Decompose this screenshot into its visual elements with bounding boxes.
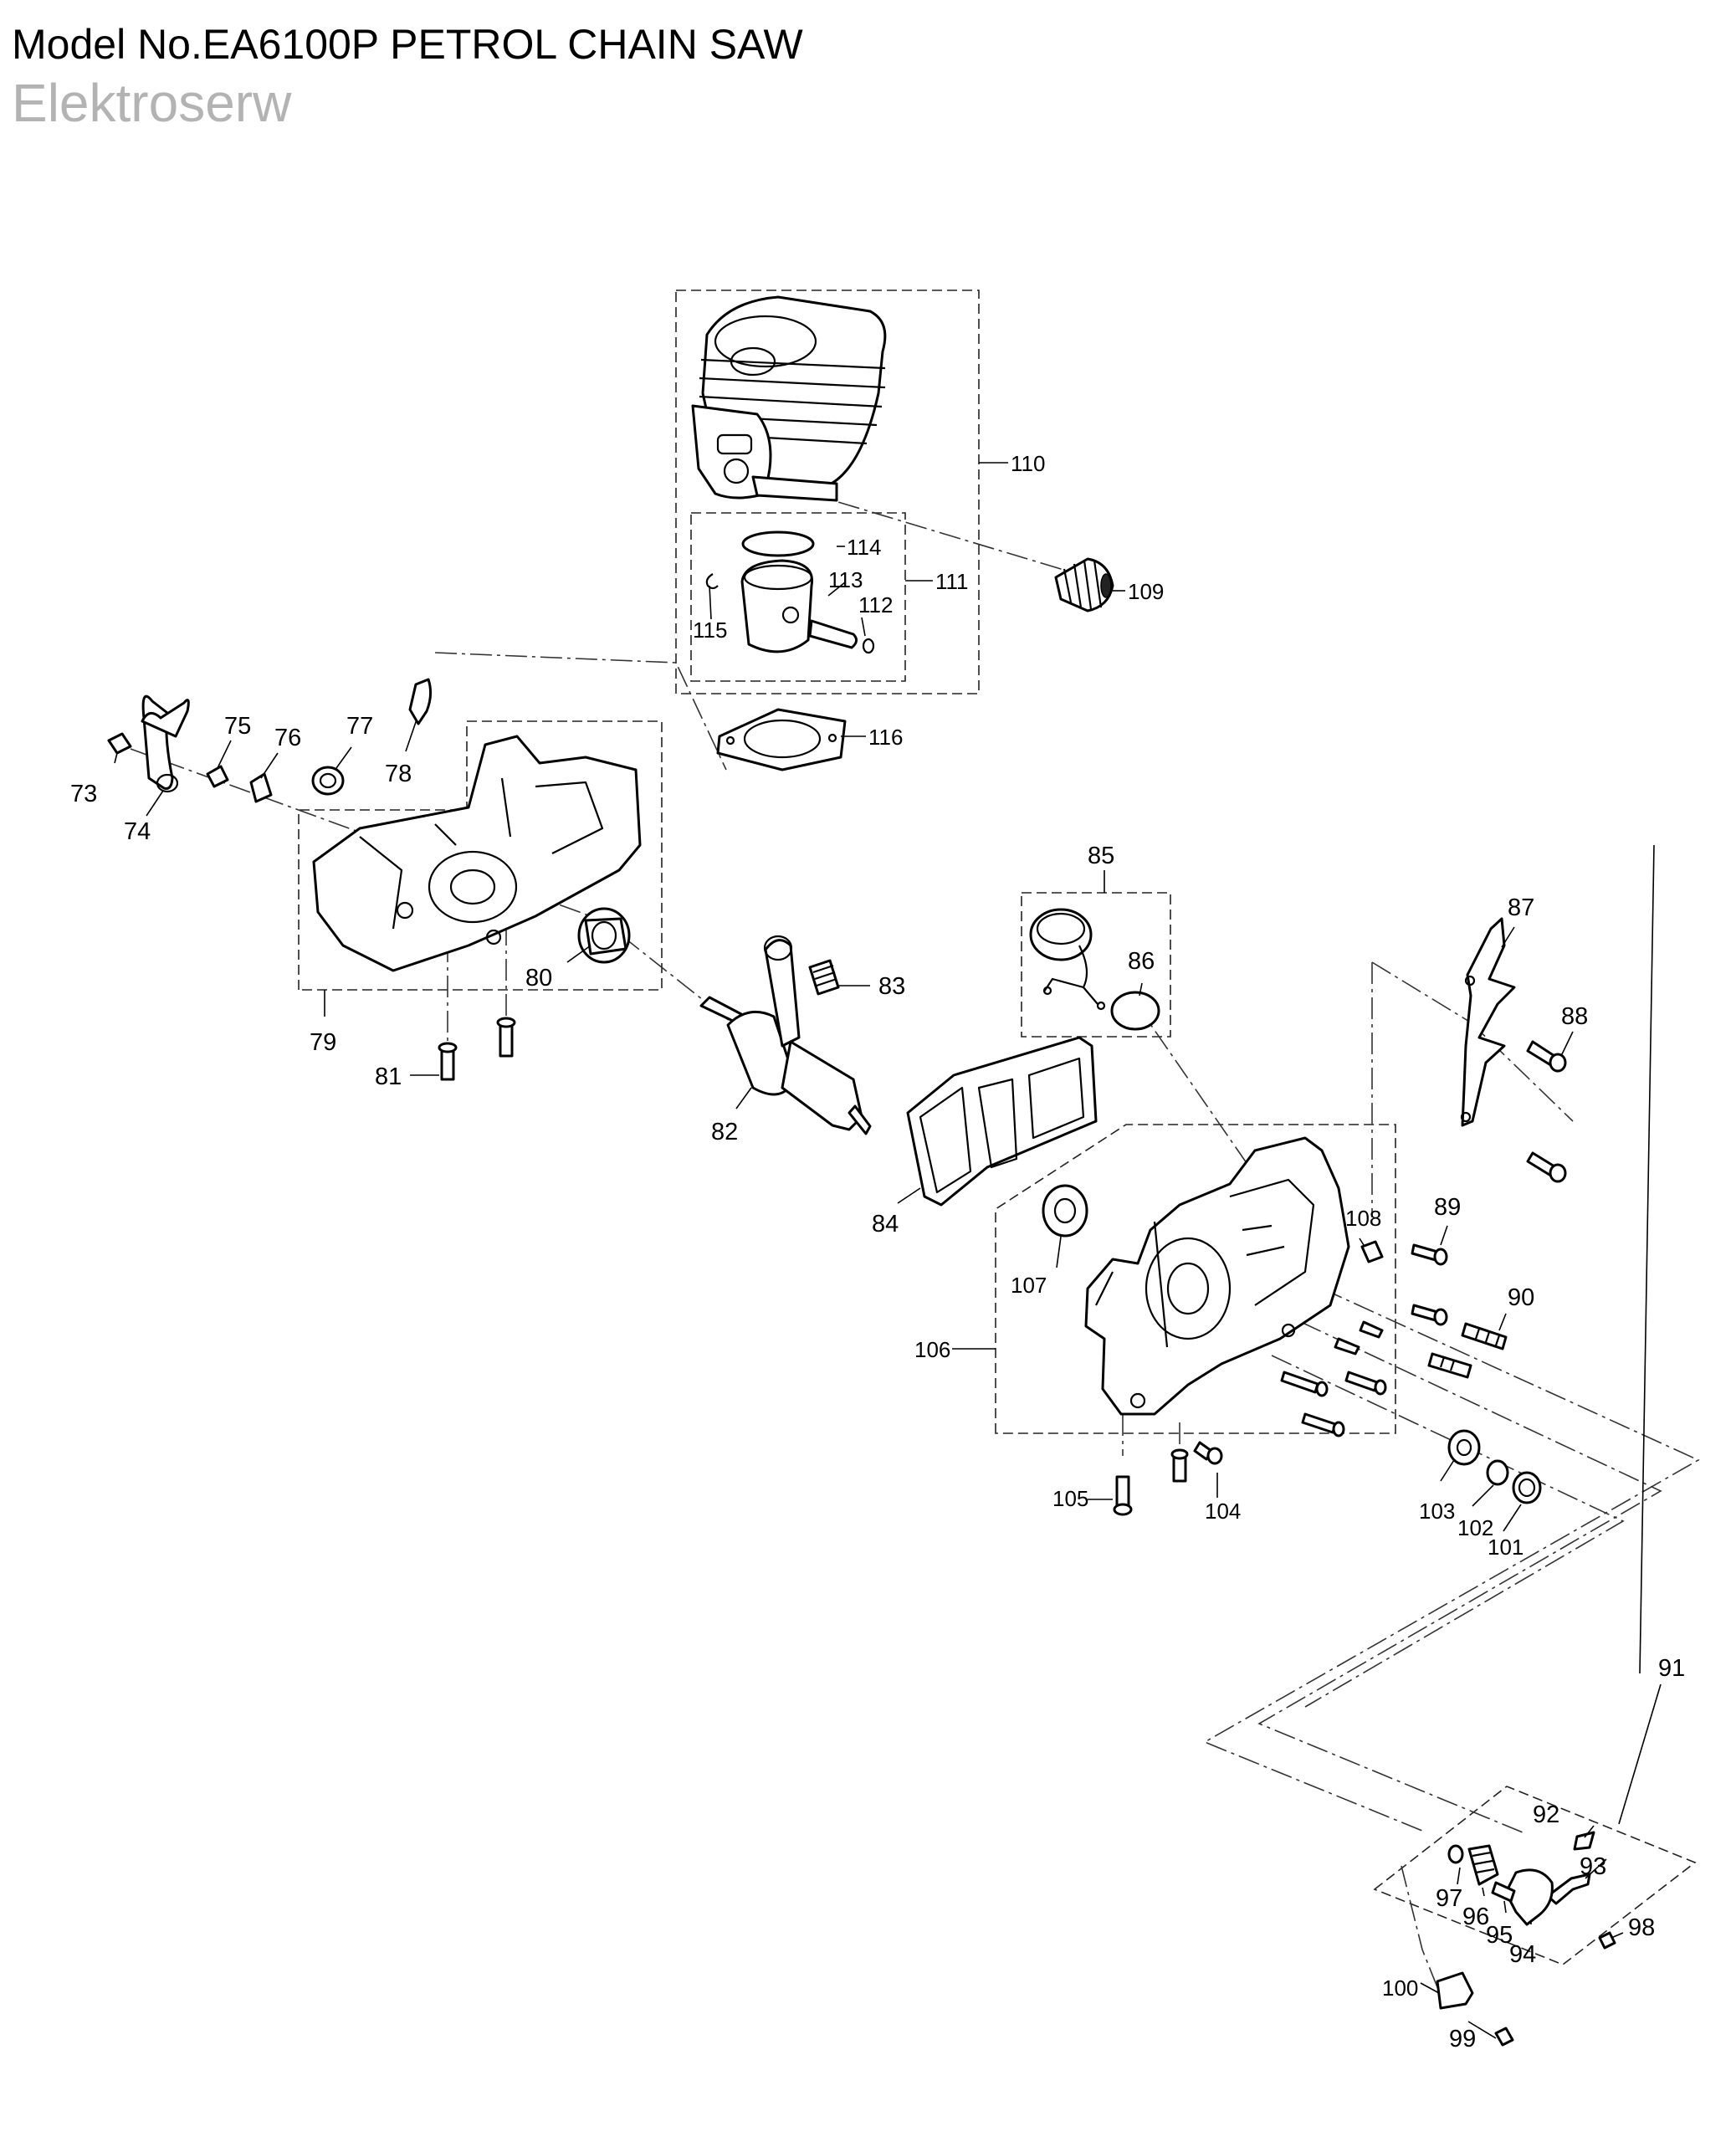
washer-101-part <box>1512 1471 1542 1504</box>
label-87: 87 <box>1508 894 1534 921</box>
label-99: 99 <box>1449 2026 1476 2052</box>
needle-bearing-part <box>808 959 840 996</box>
piston-assembly-box <box>690 512 906 682</box>
gear-96-part <box>1467 1844 1499 1886</box>
piston-pin-part <box>808 619 858 649</box>
label-100: 100 <box>1382 1975 1418 2001</box>
label-79: 79 <box>310 1029 336 1056</box>
leader-lines <box>114 462 1662 2039</box>
group-boxes <box>298 290 1697 1965</box>
label-91: 91 <box>1658 1655 1685 1682</box>
decompression-valve-part <box>1054 557 1114 612</box>
label-77: 77 <box>346 713 373 740</box>
label-112: 112 <box>858 592 893 617</box>
fuel-cap-part <box>1029 908 1106 1011</box>
piston-ring-part <box>741 530 815 557</box>
dowel-108-part <box>1360 1240 1384 1263</box>
label-106: 106 <box>914 1337 950 1362</box>
label-73: 73 <box>70 781 97 807</box>
spring-95-part <box>1491 1881 1516 1903</box>
pump-body-94-part <box>1504 1868 1554 1926</box>
label-96: 96 <box>1462 1904 1489 1930</box>
screw-98-part <box>1598 1931 1616 1950</box>
label-116: 116 <box>868 725 903 750</box>
label-107: 107 <box>1011 1273 1047 1298</box>
label-103: 103 <box>1419 1499 1455 1524</box>
circlip-left-part <box>705 573 719 590</box>
label-74: 74 <box>124 818 151 845</box>
seal-107-part <box>1042 1184 1088 1238</box>
label-83: 83 <box>878 973 905 1000</box>
spike-bumper-part <box>1460 917 1516 1127</box>
washer-103-part <box>1447 1429 1481 1466</box>
label-104: 104 <box>1205 1499 1241 1524</box>
label-81: 81 <box>375 1063 402 1090</box>
label-84: 84 <box>872 1211 899 1238</box>
screws-middle-part <box>1280 1371 1387 1437</box>
screw-99-part <box>1494 2027 1514 2047</box>
label-101: 101 <box>1488 1535 1523 1560</box>
label-92: 92 <box>1533 1801 1559 1828</box>
label-108: 108 <box>1345 1206 1381 1231</box>
left-small-parts <box>107 678 433 803</box>
crankcase-left-box <box>298 720 663 991</box>
label-109: 109 <box>1128 579 1164 604</box>
crankshaft-part <box>699 935 872 1135</box>
label-95: 95 <box>1486 1922 1513 1949</box>
label-93: 93 <box>1580 1853 1606 1880</box>
screws-88-part <box>1526 1040 1567 1183</box>
label-115: 115 <box>693 617 727 643</box>
piston-part <box>740 559 814 653</box>
bearing-80-part <box>577 907 631 964</box>
clip-100-part <box>1436 1971 1474 2010</box>
circlip-right-part <box>862 638 875 654</box>
label-105: 105 <box>1052 1486 1088 1511</box>
crankcase-gasket-part <box>906 1036 1098 1207</box>
studs-90-part <box>1427 1322 1508 1379</box>
oil-pump-parts <box>1436 1831 1616 2047</box>
label-89: 89 <box>1434 1194 1461 1221</box>
label-75: 75 <box>224 713 251 740</box>
oil-pump-assembly-box <box>1373 1786 1697 1965</box>
model-title: Model No.EA6100P PETROL CHAIN SAW <box>12 21 803 68</box>
label-113: 113 <box>828 567 863 592</box>
crankcase-left-part <box>312 735 642 972</box>
plate-92-part <box>1573 1831 1595 1851</box>
screws-81-part <box>438 1017 516 1081</box>
label-88: 88 <box>1561 1003 1588 1030</box>
screw-small-part <box>1170 1448 1189 1483</box>
label-82: 82 <box>711 1119 738 1145</box>
cylinder-assembly-box <box>675 290 980 694</box>
part-number-labels: 110 111 114 113 112 115 109 116 73 74 75… <box>70 451 1685 2052</box>
circlip-97-part <box>1447 1844 1464 1864</box>
piston-parts <box>705 530 875 654</box>
label-97: 97 <box>1436 1885 1462 1912</box>
screw-104-part <box>1193 1441 1223 1465</box>
label-114: 114 <box>847 535 881 560</box>
cylinder-part <box>691 295 887 502</box>
washers-part <box>1447 1429 1542 1504</box>
label-111: 111 <box>935 569 969 594</box>
label-102: 102 <box>1457 1515 1493 1540</box>
label-94: 94 <box>1509 1941 1536 1968</box>
cap-assembly-box <box>1021 892 1171 1038</box>
o-ring-86-part <box>1110 991 1160 1031</box>
screw-105-part <box>1113 1475 1133 1516</box>
label-98: 98 <box>1628 1914 1655 1941</box>
washer-102-part <box>1486 1459 1509 1486</box>
watermark-text: Elektroserw <box>12 73 292 133</box>
cylinder-gasket-part <box>716 708 847 771</box>
label-80: 80 <box>525 965 552 992</box>
label-85: 85 <box>1088 843 1114 869</box>
label-110: 110 <box>1011 451 1045 476</box>
header: Model No.EA6100P PETROL CHAIN SAW Elektr… <box>12 18 803 136</box>
screws-89-part <box>1334 1243 1448 1355</box>
crankcase-right-box <box>995 1124 1396 1434</box>
label-86: 86 <box>1128 948 1155 975</box>
label-78: 78 <box>385 761 412 787</box>
label-90: 90 <box>1508 1284 1534 1311</box>
label-76: 76 <box>274 725 301 751</box>
crankcase-right-part <box>1084 1136 1350 1416</box>
